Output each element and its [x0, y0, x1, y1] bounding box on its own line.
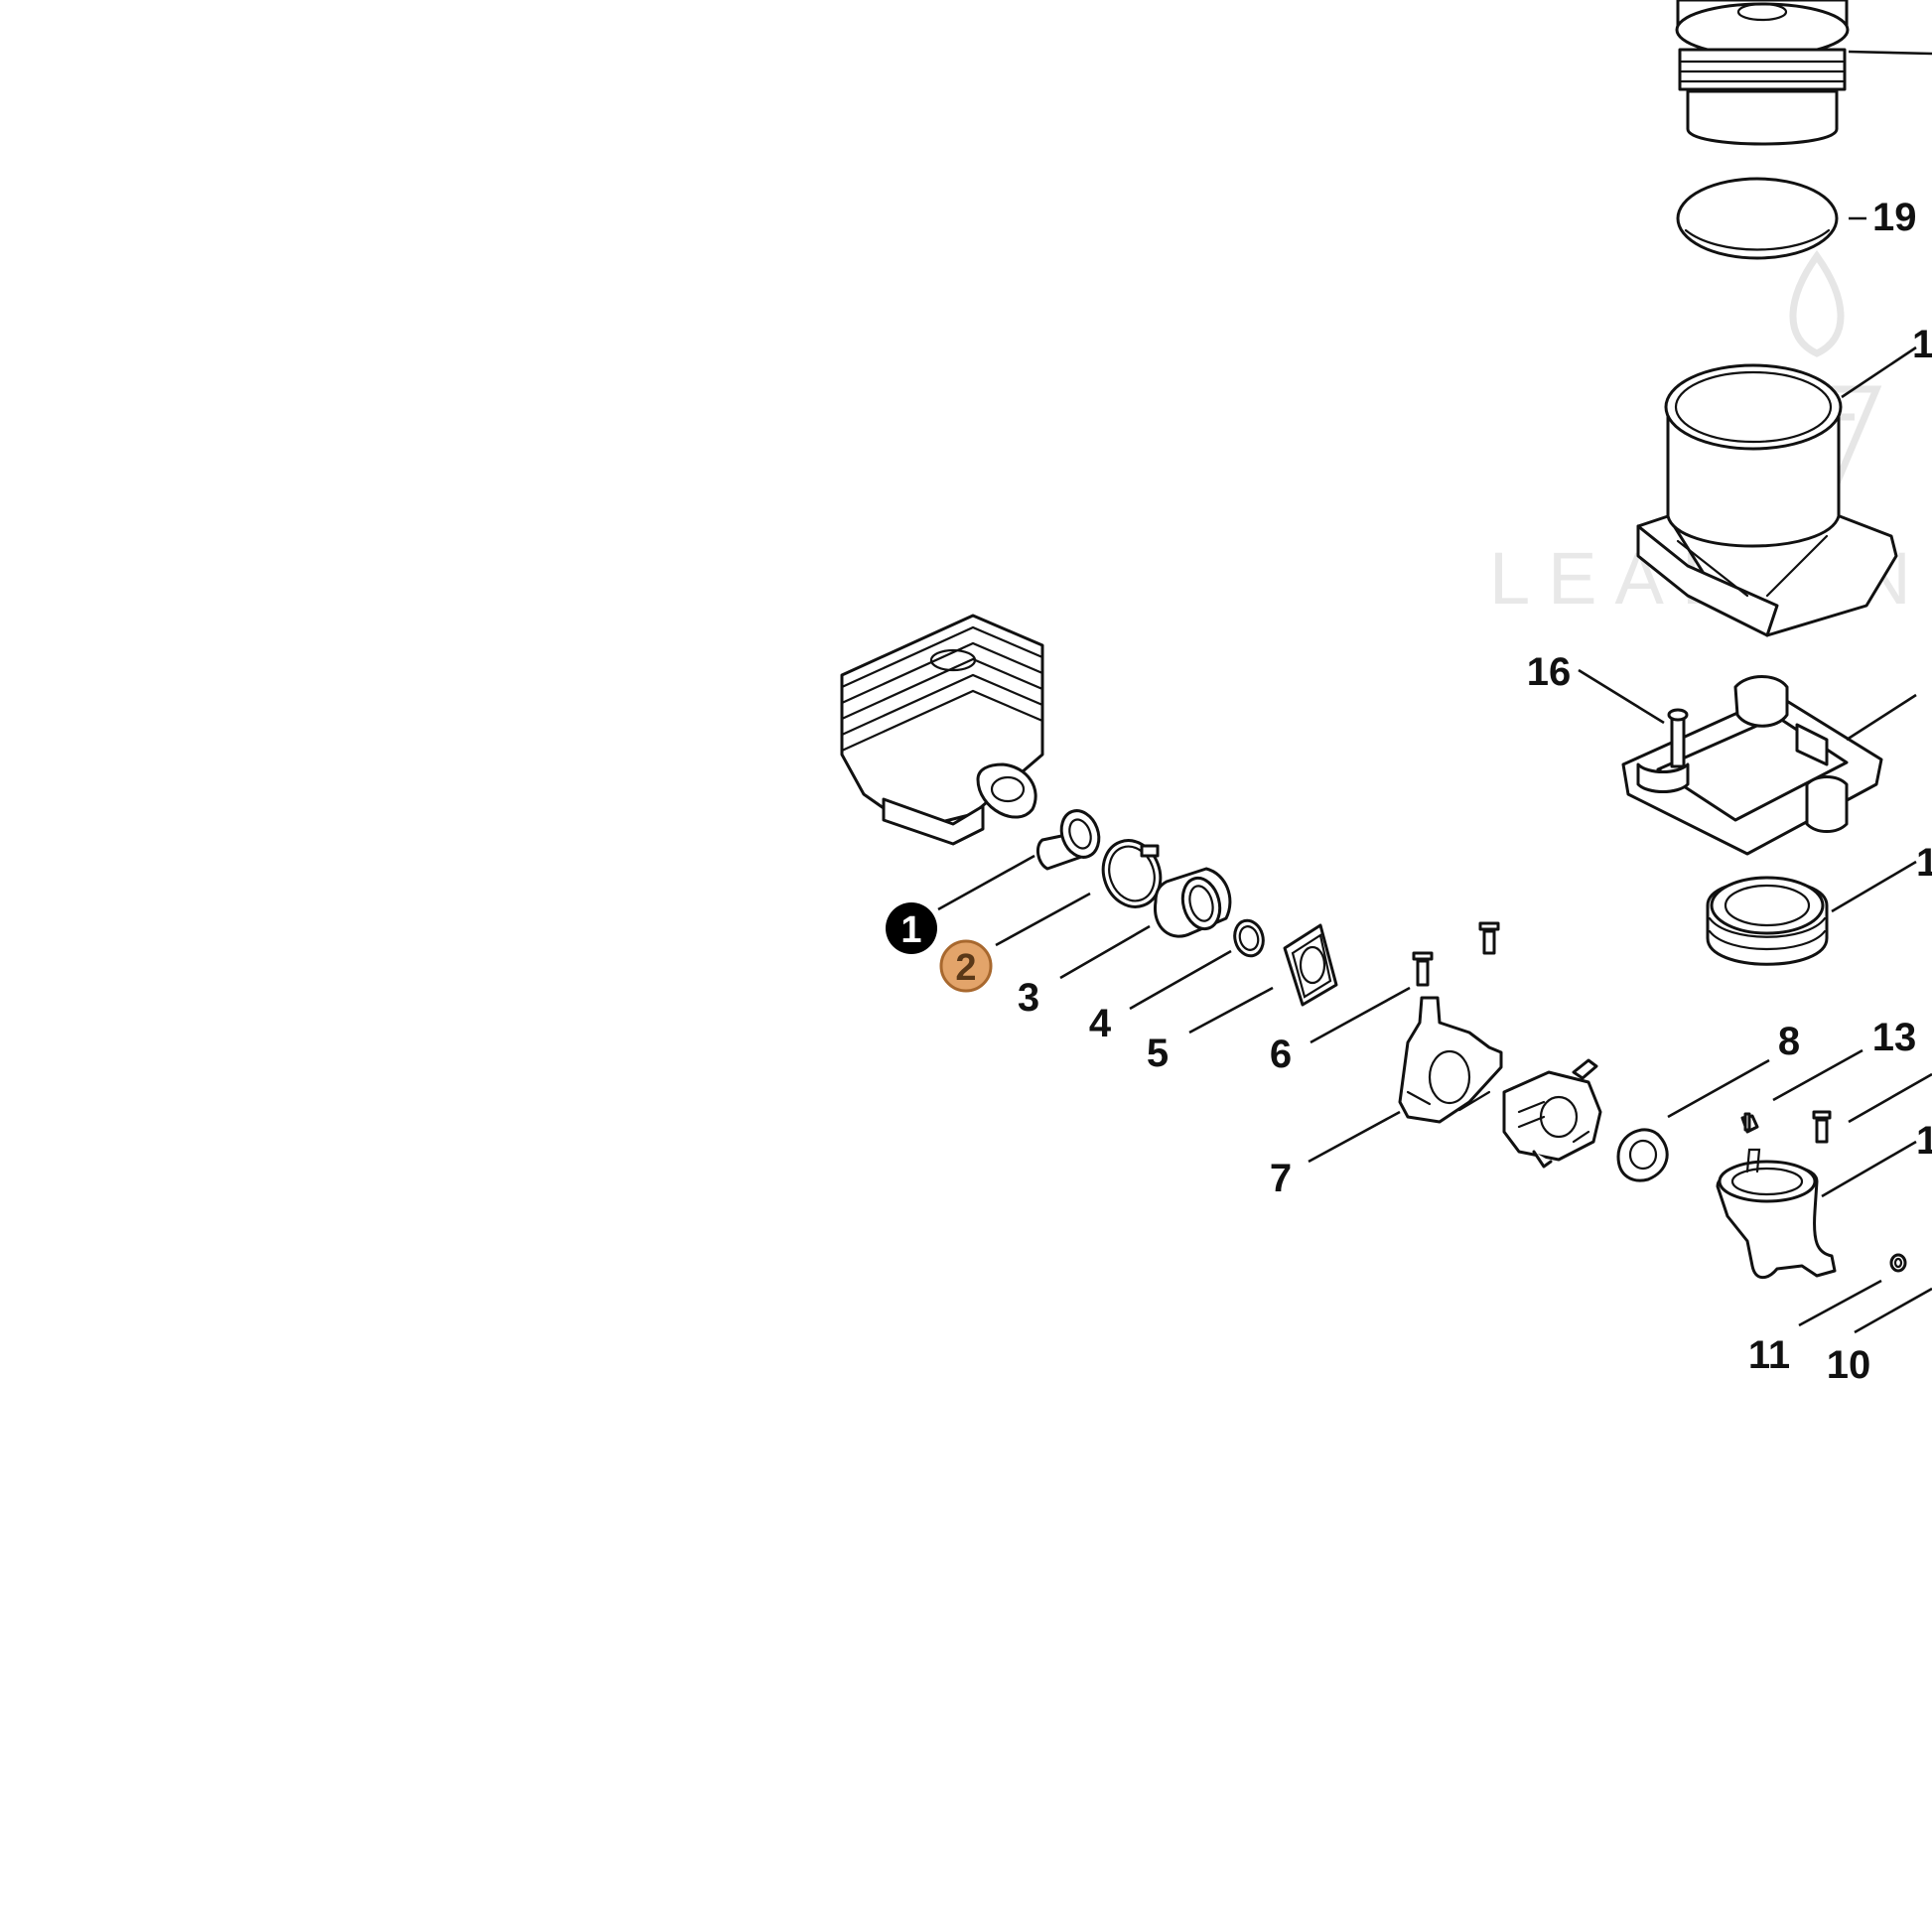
label-3: 3	[1018, 976, 1039, 1020]
callout-number-1: 1	[900, 909, 921, 951]
label-19: 19	[1872, 196, 1917, 239]
leader-lines	[937, 854, 1932, 1334]
part-4-intake-boot[interactable]	[1154, 867, 1232, 938]
part-12-filter-base[interactable]	[1716, 1140, 1917, 1280]
label-12-partial: 1	[1916, 1119, 1932, 1163]
part-labels: 3 4 5 6 7 8 13 16 11 10 19 1 1 1	[1018, 196, 1932, 1387]
label-6: 6	[1270, 1033, 1292, 1076]
label-10: 10	[1827, 1343, 1871, 1387]
callout-badge-2[interactable]: 2	[939, 939, 993, 993]
part-8-carburetor[interactable]	[1502, 1058, 1602, 1169]
part-6-screws[interactable]	[1412, 921, 1500, 987]
label-11: 11	[1748, 1333, 1790, 1377]
label-16: 16	[1527, 650, 1572, 694]
part-16-bolt[interactable]	[1578, 668, 1689, 768]
part-18-housing[interactable]	[1636, 345, 1917, 637]
part-1-cylinder[interactable]	[840, 614, 1044, 846]
callout-badge-1[interactable]: 1	[886, 902, 937, 954]
part-13-screws[interactable]	[1740, 1110, 1832, 1144]
part-17-frame[interactable]	[1621, 675, 1917, 856]
part-19-disc[interactable]	[1676, 177, 1866, 260]
part-7-bracket[interactable]	[1398, 996, 1503, 1124]
part-10-nut[interactable]	[1889, 1253, 1907, 1273]
part-6-gasket[interactable]	[1283, 923, 1338, 1007]
part-15-seal-ring[interactable]	[1706, 860, 1917, 966]
part-20-canister[interactable]	[1675, 0, 1932, 146]
label-8: 8	[1778, 1020, 1800, 1063]
label-4: 4	[1089, 1002, 1112, 1045]
callout-number-2: 2	[955, 947, 976, 989]
part-9-gasket[interactable]	[1616, 1128, 1669, 1182]
label-13: 13	[1872, 1016, 1917, 1059]
part-5-o-ring[interactable]	[1231, 917, 1267, 959]
label-18-partial: 1	[1912, 323, 1932, 366]
part-2-flange[interactable]	[1035, 805, 1105, 871]
label-7: 7	[1270, 1157, 1292, 1200]
label-5: 5	[1147, 1032, 1169, 1075]
part-3-clamp[interactable]	[1094, 832, 1170, 914]
label-15-partial: 1	[1916, 841, 1932, 885]
